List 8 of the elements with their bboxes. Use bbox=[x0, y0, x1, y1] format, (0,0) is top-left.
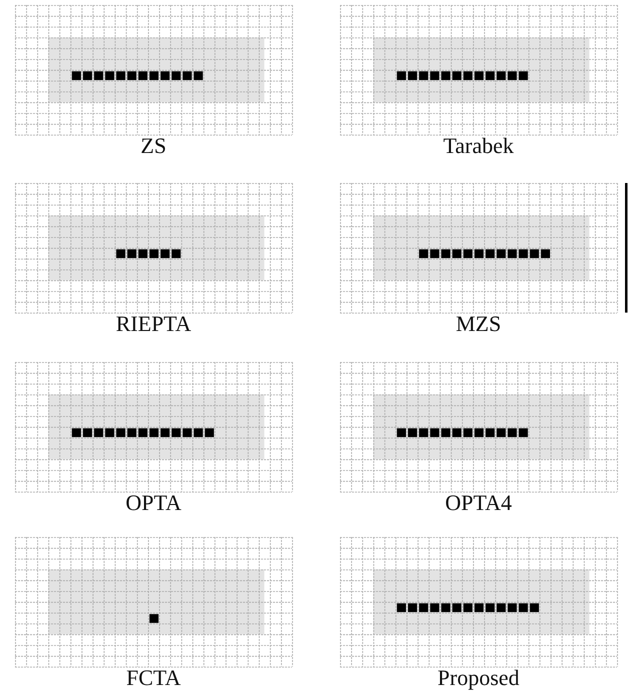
panel-caption: Tarabek bbox=[442, 134, 515, 158]
panel-caption: OPTA4 bbox=[444, 491, 513, 515]
panel-caption: OPTA bbox=[124, 491, 182, 515]
panel-caption: RIEPTA bbox=[114, 312, 192, 336]
panel-caption: ZS bbox=[140, 134, 168, 158]
panel-caption: Proposed bbox=[436, 666, 520, 690]
panel-caption: MZS bbox=[454, 312, 502, 336]
panel-caption: FCTA bbox=[125, 666, 182, 690]
